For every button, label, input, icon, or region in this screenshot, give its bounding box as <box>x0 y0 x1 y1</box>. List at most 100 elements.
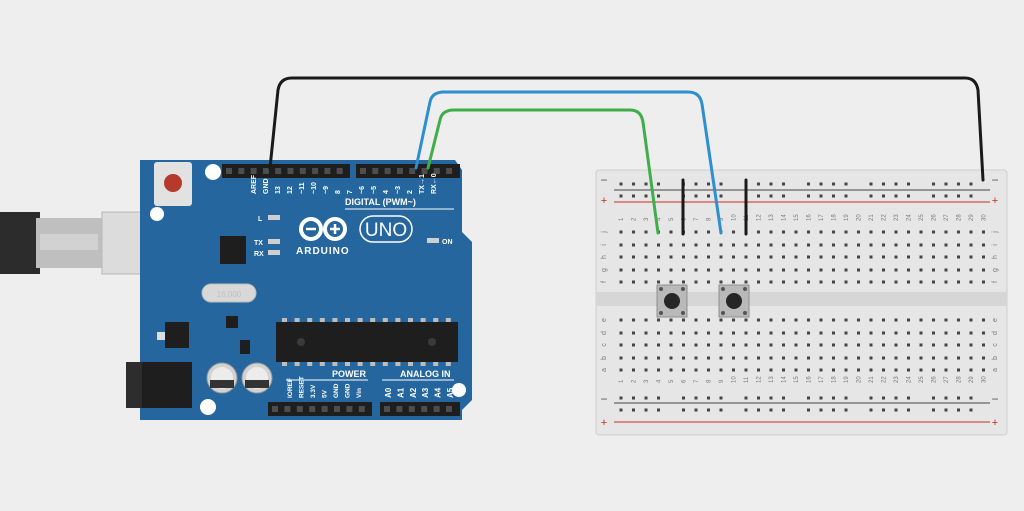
rail-hole[interactable] <box>819 408 823 412</box>
breadboard-hole[interactable] <box>882 230 885 234</box>
breadboard-hole[interactable] <box>882 356 885 360</box>
breadboard-hole[interactable] <box>682 255 685 259</box>
breadboard-hole[interactable] <box>819 356 823 360</box>
breadboard-hole[interactable] <box>669 331 673 335</box>
breadboard-hole[interactable] <box>969 331 973 335</box>
breadboard-hole[interactable] <box>744 268 748 272</box>
breadboard-hole[interactable] <box>807 280 810 284</box>
breadboard-hole[interactable] <box>632 268 635 272</box>
breadboard-hole[interactable] <box>757 343 760 347</box>
rail-hole[interactable] <box>894 396 898 400</box>
breadboard-hole[interactable] <box>744 243 748 247</box>
rail-hole[interactable] <box>894 408 898 412</box>
breadboard-hole[interactable] <box>832 255 835 259</box>
breadboard-hole[interactable] <box>932 368 935 372</box>
breadboard-hole[interactable] <box>957 331 960 335</box>
breadboard-hole[interactable] <box>794 230 798 234</box>
breadboard-hole[interactable] <box>719 268 723 272</box>
breadboard-hole[interactable] <box>907 255 910 259</box>
breadboard-hole[interactable] <box>769 331 773 335</box>
breadboard-hole[interactable] <box>944 356 948 360</box>
breadboard-hole[interactable] <box>919 368 923 372</box>
reset-button[interactable] <box>164 174 182 192</box>
breadboard-hole[interactable] <box>844 318 848 322</box>
breadboard-hole[interactable] <box>694 268 698 272</box>
header-pin[interactable] <box>433 168 440 174</box>
breadboard-hole[interactable] <box>832 230 835 234</box>
rail-hole[interactable] <box>844 396 848 400</box>
breadboard-hole[interactable] <box>619 255 623 259</box>
breadboard-hole[interactable] <box>932 331 935 335</box>
rail-hole[interactable] <box>944 182 948 186</box>
breadboard-hole[interactable] <box>869 280 873 284</box>
rail-hole[interactable] <box>957 182 960 186</box>
breadboard-hole[interactable] <box>769 356 773 360</box>
breadboard-hole[interactable] <box>769 255 773 259</box>
rail-hole[interactable] <box>832 194 835 198</box>
breadboard-hole[interactable] <box>757 318 760 322</box>
breadboard-hole[interactable] <box>882 368 885 372</box>
header-pin[interactable] <box>409 168 416 174</box>
rail-hole[interactable] <box>644 408 648 412</box>
breadboard-hole[interactable] <box>719 356 723 360</box>
breadboard-hole[interactable] <box>969 280 973 284</box>
breadboard-hole[interactable] <box>744 331 748 335</box>
rail-hole[interactable] <box>819 396 823 400</box>
breadboard-hole[interactable] <box>744 318 748 322</box>
gnd-wire[interactable] <box>268 76 985 182</box>
header-pin[interactable] <box>421 406 428 412</box>
breadboard-hole[interactable] <box>619 268 623 272</box>
breadboard-hole[interactable] <box>844 331 848 335</box>
breadboard-hole[interactable] <box>782 356 785 360</box>
breadboard-hole[interactable] <box>869 243 873 247</box>
rail-hole[interactable] <box>969 396 973 400</box>
breadboard-hole[interactable] <box>794 255 798 259</box>
rail-hole[interactable] <box>932 396 935 400</box>
breadboard-hole[interactable] <box>844 343 848 347</box>
breadboard-hole[interactable] <box>957 230 960 234</box>
breadboard-hole[interactable] <box>907 356 910 360</box>
breadboard-hole[interactable] <box>782 255 785 259</box>
breadboard-hole[interactable] <box>744 255 748 259</box>
breadboard-hole[interactable] <box>907 268 910 272</box>
breadboard-hole[interactable] <box>694 255 698 259</box>
breadboard-hole[interactable] <box>719 343 723 347</box>
rail-hole[interactable] <box>644 396 648 400</box>
pin3-wire[interactable] <box>414 90 723 235</box>
rail-hole[interactable] <box>707 396 710 400</box>
breadboard-hole[interactable] <box>857 368 860 372</box>
header-pin[interactable] <box>284 406 291 412</box>
breadboard-hole[interactable] <box>732 368 735 372</box>
rail-hole[interactable] <box>894 182 898 186</box>
breadboard-hole[interactable] <box>644 331 648 335</box>
breadboard-hole[interactable] <box>669 368 673 372</box>
rail-hole[interactable] <box>657 182 660 186</box>
breadboard-hole[interactable] <box>869 318 873 322</box>
header-pin[interactable] <box>446 168 453 174</box>
breadboard-hole[interactable] <box>857 356 860 360</box>
breadboard-hole[interactable] <box>669 318 673 322</box>
breadboard-hole[interactable] <box>919 331 923 335</box>
breadboard-hole[interactable] <box>632 343 635 347</box>
breadboard-hole[interactable] <box>794 368 798 372</box>
breadboard-hole[interactable] <box>969 356 973 360</box>
rail-hole[interactable] <box>682 396 685 400</box>
header-pin[interactable] <box>372 168 379 174</box>
rail-hole[interactable] <box>944 396 948 400</box>
breadboard-hole[interactable] <box>732 280 735 284</box>
rail-hole[interactable] <box>832 182 835 186</box>
breadboard-hole[interactable] <box>782 268 785 272</box>
rail-hole[interactable] <box>969 194 973 198</box>
breadboard-hole[interactable] <box>619 318 623 322</box>
rail-hole[interactable] <box>782 396 785 400</box>
breadboard-hole[interactable] <box>869 331 873 335</box>
breadboard-hole[interactable] <box>807 368 810 372</box>
header-pin[interactable] <box>384 406 390 412</box>
breadboard-hole[interactable] <box>657 343 660 347</box>
rail-hole[interactable] <box>907 194 910 198</box>
breadboard-hole[interactable] <box>757 280 760 284</box>
breadboard-hole[interactable] <box>932 356 935 360</box>
breadboard-hole[interactable] <box>957 356 960 360</box>
rail-hole[interactable] <box>707 408 710 412</box>
header-pin[interactable] <box>336 168 343 174</box>
